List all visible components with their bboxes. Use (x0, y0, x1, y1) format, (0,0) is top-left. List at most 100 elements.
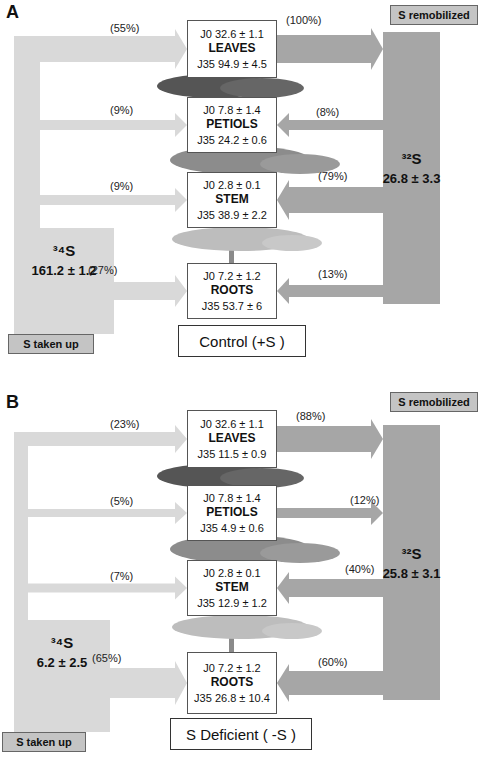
percent-label: (100%) (286, 14, 321, 26)
flux-value: J35 38.9 ± 2.2 (197, 208, 267, 222)
percent-label: (7%) (110, 570, 133, 582)
arrow-head (175, 577, 187, 600)
isotope-label: ³⁴S (51, 634, 73, 651)
arrow-shaft (19, 200, 176, 228)
percent-label: (27%) (88, 264, 117, 276)
arrow-head (175, 275, 187, 307)
arrow-head (175, 29, 187, 69)
panel-letter: B (6, 392, 19, 413)
organ-box: J0 32.6 ± 1.1LEAVESJ35 94.9 ± 4.5 (187, 20, 277, 78)
flux-value: J35 94.9 ± 4.5 (197, 57, 267, 71)
organ-name: LEAVES (208, 431, 255, 447)
isotope-label: ³²S (402, 545, 422, 562)
percent-label: (12%) (350, 494, 379, 506)
percent-label: (13%) (318, 268, 347, 280)
amount-value: 26.8 ± 3.3 (383, 171, 441, 186)
flux-value: J35 24.2 ± 0.6 (197, 133, 267, 147)
arrow-head (175, 661, 187, 705)
flow-arrow (277, 180, 383, 220)
remobilized-band: ³²S26.8 ± 3.3 (383, 32, 440, 304)
flux-value: J35 12.9 ± 1.2 (197, 596, 267, 610)
amount-value: 6.2 ± 2.5 (37, 655, 88, 670)
arrow-head (371, 28, 383, 70)
flow-tag: S remobilized (390, 392, 478, 412)
flux-value: J35 11.5 ± 0.9 (198, 447, 267, 461)
uptake-band: ³⁴S 6.2 ± 2.5 (14, 620, 110, 732)
flow-arrow (277, 664, 383, 702)
flux-value: J0 32.6 ± 1.1 (200, 27, 264, 41)
arrow-shaft (277, 426, 372, 452)
flow-arrow (19, 188, 187, 228)
tag-text: S remobilized (398, 9, 470, 21)
flux-value: J0 2.8 ± 0.1 (203, 178, 260, 192)
percent-label: (60%) (318, 656, 347, 668)
organ-name: ROOTS (211, 283, 254, 299)
organ-box: J0 7.8 ± 1.4PETIOLSJ35 24.2 ± 0.6 (187, 97, 277, 153)
percent-label: (23%) (110, 418, 139, 430)
flow-arrow (19, 113, 187, 228)
arrow-shaft (19, 588, 177, 620)
tag-text: S taken up (16, 736, 72, 748)
tree-canopy (262, 235, 322, 251)
organ-name: LEAVES (208, 41, 255, 57)
arrow-head (175, 425, 187, 453)
percent-label: (55%) (110, 22, 139, 34)
organ-name: STEM (215, 580, 248, 596)
arrow-shaft (19, 125, 176, 228)
tree-canopy (262, 623, 322, 639)
percent-label: (65%) (92, 652, 121, 664)
flux-value: J35 26.8 ± 10.4 (194, 691, 270, 705)
organ-box: J0 7.8 ± 1.4PETIOLSJ35 4.9 ± 0.6 (187, 485, 277, 541)
flux-value: J0 7.8 ± 1.4 (203, 103, 260, 117)
arrow-shaft (288, 579, 383, 597)
arrow-head (277, 113, 289, 137)
amount-value: 25.8 ± 3.1 (383, 566, 441, 581)
arrow-shaft (288, 120, 383, 130)
remobilized-band: ³²S 25.8 ± 3.1 (383, 425, 440, 700)
flux-value: J0 7.2 ± 1.2 (203, 269, 260, 283)
flow-arrow (110, 661, 187, 705)
arrow-shaft (110, 668, 176, 698)
arrow-head (175, 188, 187, 212)
percent-label: (8%) (316, 106, 339, 118)
arrow-shaft (277, 35, 372, 63)
arrow-shaft (21, 439, 176, 620)
flow-arrow (19, 577, 188, 621)
tree-a (157, 74, 340, 266)
organ-box: J0 32.6 ± 1.1LEAVESJ35 11.5 ± 0.9 (187, 410, 277, 468)
condition-label: Control (+S ) (199, 333, 284, 350)
flow-arrow (277, 28, 383, 70)
flux-value: J0 32.6 ± 1.1 (200, 417, 264, 431)
arrow-head (175, 113, 187, 137)
tree-b (157, 464, 340, 654)
uptake-band: ³⁴S 161.2 ± 1.2 (14, 228, 114, 334)
organ-box: J0 2.8 ± 0.1STEMJ35 12.9 ± 1.2 (187, 560, 277, 616)
flux-value: J0 7.2 ± 1.2 (203, 661, 260, 675)
flow-arrow (277, 419, 383, 459)
organ-box: J0 7.2 ± 1.2ROOTSJ35 53.7 ± 6 (187, 263, 277, 319)
flow-arrow (277, 278, 383, 304)
flow-tag: S remobilized (390, 5, 478, 25)
flux-value: J35 4.9 ± 0.6 (200, 521, 264, 535)
organ-box: J0 7.2 ± 1.2ROOTSJ35 26.8 ± 10.4 (187, 652, 277, 714)
condition-box: S Deficient ( -S ) (170, 718, 312, 750)
flow-tag: S taken up (2, 732, 86, 752)
arrow-shaft (114, 282, 176, 300)
arrow-shaft (277, 508, 372, 518)
organ-name: PETIOLS (206, 117, 257, 133)
organ-box: J0 2.8 ± 0.1STEMJ35 38.9 ± 2.2 (187, 172, 277, 228)
arrow-head (277, 180, 289, 220)
percent-label: (79%) (318, 170, 347, 182)
isotope-label: ³⁴S (53, 242, 75, 259)
flow-arrow (18, 502, 187, 620)
arrow-shaft (18, 513, 176, 620)
arrow-head (277, 572, 289, 604)
amount-value: 161.2 ± 1.2 (32, 263, 97, 278)
organ-name: ROOTS (211, 675, 254, 691)
arrow-shaft (288, 671, 383, 695)
percent-label: (88%) (296, 410, 325, 422)
flux-value: J0 7.8 ± 1.4 (203, 491, 260, 505)
flux-value: J0 2.8 ± 0.1 (203, 566, 260, 580)
